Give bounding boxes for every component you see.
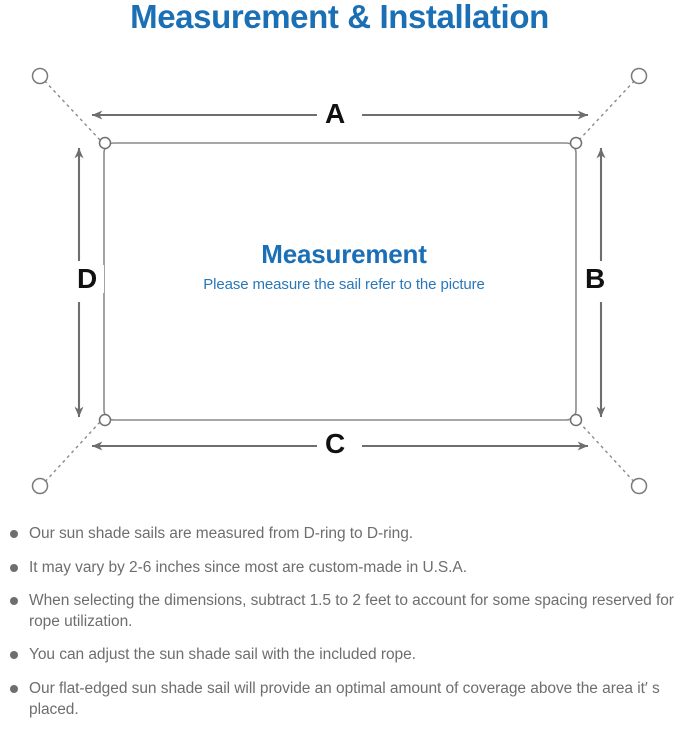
note-text: Our sun shade sails are measured from D-… [29,525,414,542]
bullet-icon [10,651,18,660]
dimension-label-b: B [578,265,613,293]
anchor-point-bottom-left [31,477,49,495]
bullet-icon [10,685,18,694]
d-ring-top-right [569,136,583,150]
anchor-point-bottom-right [630,477,648,495]
bullet-icon [10,563,18,572]
list-item: You can adjust the sun shade sail with t… [10,645,674,666]
anchor-point-top-right [630,67,648,85]
list-item: When selecting the dimensions, subtract … [10,591,674,632]
dimension-label-c: C [318,430,353,458]
sail-shape [103,142,577,421]
anchor-points-group [31,67,648,495]
list-item: It may vary by 2-6 inches since most are… [10,558,674,579]
rope-line-bottom-left [41,421,101,486]
rope-line-bottom-right [578,421,638,486]
d-ring-bottom-right [569,413,583,427]
d-ring-bottom-left [98,413,112,427]
note-text: It may vary by 2-6 inches since most are… [29,558,467,576]
page-title: Measurement & Installation [130,0,549,35]
note-text: When selecting the dimensions, subtract … [29,592,674,630]
d-rings-group [98,136,583,427]
rope-lines-group [41,77,638,486]
notes-list: Our sun shade sails are measured from D-… [10,524,674,720]
bullet-icon [10,597,18,606]
dimension-label-a: A [318,100,353,128]
rope-line-top-right [578,77,638,141]
list-item: Our flat-edged sun shade sail will provi… [10,679,674,720]
bullet-icon [10,530,18,538]
note-text: You can adjust the sun shade sail with t… [29,646,416,664]
d-ring-top-left [98,136,112,150]
list-item: Our sun shade sails are measured from D-… [10,524,674,545]
anchor-point-top-left [31,67,49,85]
dimension-label-d: D [70,265,105,293]
rope-line-top-left [41,77,101,141]
note-text: Our flat-edged sun shade sail will provi… [29,680,660,718]
